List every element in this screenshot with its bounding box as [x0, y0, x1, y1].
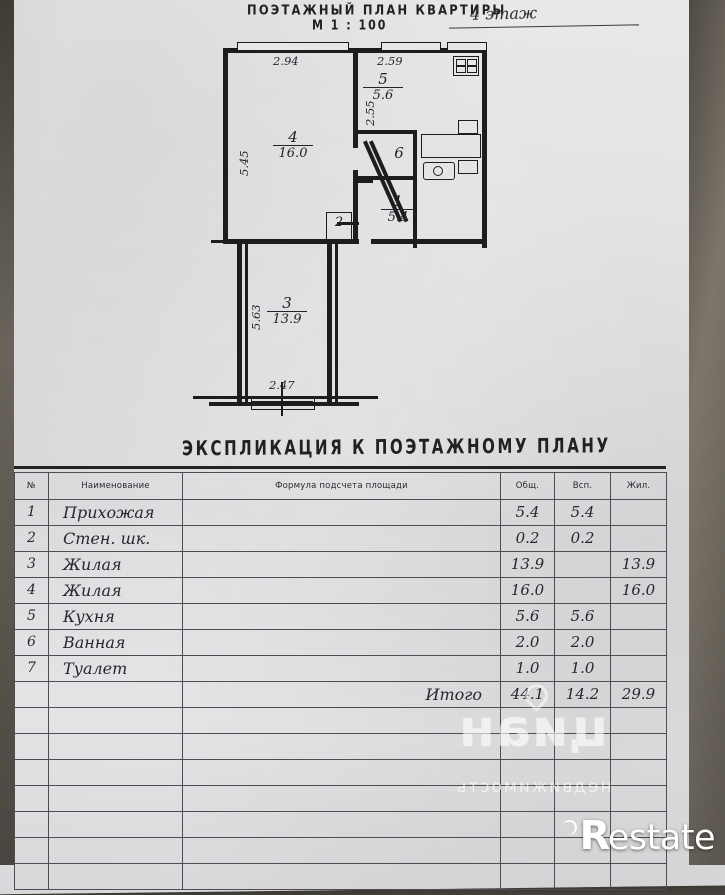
- header-name: Наименование: [48, 472, 183, 500]
- table-row-empty: [14, 785, 667, 812]
- header-living: Жил.: [610, 472, 667, 500]
- cell-name: Туалет: [63, 659, 128, 678]
- room-label-1: 1 5.4: [381, 194, 415, 224]
- cell-name: Жилая: [63, 555, 122, 574]
- restate-watermark-text: estate: [607, 818, 716, 858]
- cell-aux: 0.2: [570, 529, 595, 547]
- table-row-empty: [14, 863, 667, 890]
- table-row: 3 Жилая 13.9 13.9: [14, 551, 667, 578]
- dimension-room5-width: 2.59: [377, 54, 403, 68]
- room-label-5: 5 5.6: [363, 72, 403, 102]
- document-content: ПОЭТАЖНЫЙ ПЛАН КВАРТИРЫ М 1 : 100 4 этаж: [14, 1, 716, 890]
- room-number: 3: [282, 294, 292, 312]
- room-area: 5.4: [381, 209, 415, 224]
- cell-num: 7: [27, 660, 36, 676]
- dimension-balcony-width: 2.47: [269, 378, 295, 392]
- cell-living: 13.9: [621, 555, 656, 573]
- room-number: 1: [393, 192, 403, 210]
- scale-label: М 1 : 100: [312, 17, 388, 34]
- dimension-room3-height: 5.63: [249, 304, 263, 330]
- floor-annotation: 4 этаж: [469, 3, 538, 24]
- cell-aux: 2.0: [570, 633, 595, 651]
- page-title: ПОЭТАЖНЫЙ ПЛАН КВАРТИРЫ: [247, 1, 507, 19]
- cell-num: 3: [27, 556, 36, 572]
- room-area: 5.6: [363, 87, 403, 102]
- cell-total: 44.1: [510, 685, 545, 703]
- restate-watermark: R estate: [560, 813, 716, 859]
- cell-living: 16.0: [621, 581, 656, 599]
- table-row: 6 Ванная 2.0 2.0: [14, 629, 667, 656]
- room-number: 4: [288, 128, 298, 146]
- header-num: №: [14, 472, 49, 500]
- table-row: 7 Туалет 1.0 1.0: [14, 655, 667, 682]
- cell-name: Ванная: [63, 633, 126, 652]
- cell-name: Прихожая: [63, 503, 155, 522]
- header-total: Общ.: [500, 472, 555, 500]
- table-row-empty: [14, 707, 667, 734]
- header-aux: Всп.: [554, 472, 611, 500]
- cell-aux: 14.2: [565, 685, 600, 703]
- cell-total: 2.0: [515, 633, 540, 651]
- cell-name: Стен. шк.: [63, 529, 151, 548]
- cell-living: 29.9: [621, 685, 656, 703]
- room-area: 16.0: [273, 145, 313, 160]
- cell-num: 4: [27, 582, 36, 598]
- table-row: 2 Стен. шк. 0.2 0.2: [14, 525, 667, 552]
- table-row: 4 Жилая 16.0 16.0: [14, 577, 667, 604]
- cell-num: 2: [27, 530, 36, 546]
- cell-total: 1.0: [515, 659, 540, 677]
- table-row-empty: [14, 733, 667, 760]
- header-formula: Формула подсчета площади: [182, 472, 501, 500]
- dimension-room5-height: 2.55: [363, 100, 377, 126]
- table-top-rule: [14, 466, 666, 469]
- cell-aux: 5.4: [570, 503, 595, 521]
- cell-aux: 1.0: [570, 659, 595, 677]
- left-background-strip: [0, 0, 14, 865]
- table-row-empty: [14, 837, 667, 864]
- cell-num: 1: [27, 504, 36, 520]
- room-label-2: 2: [334, 215, 344, 230]
- cell-formula: Итого: [425, 685, 482, 704]
- cell-total: 5.4: [515, 503, 540, 521]
- cell-num: 6: [27, 634, 36, 650]
- cell-num: 5: [27, 608, 36, 624]
- floor-annotation-rule: [449, 24, 639, 29]
- cell-total: 16.0: [510, 581, 545, 599]
- room-number: 5: [378, 70, 388, 88]
- table-header-row: № Наименование Формула подсчета площади …: [14, 472, 667, 500]
- cell-name: Жилая: [63, 581, 122, 600]
- right-background-strip: [689, 0, 725, 865]
- cell-aux: 5.6: [570, 607, 595, 625]
- room-label-6: 6: [394, 144, 404, 162]
- explication-title: ЭКСПЛИКАЦИЯ К ПОЭТАЖНОМУ ПЛАНУ: [181, 433, 611, 461]
- room-label-4: 4 16.0: [273, 130, 313, 160]
- cell-total: 13.9: [510, 555, 545, 573]
- table-total-row: Итого 44.1 14.2 29.9: [14, 681, 667, 708]
- cell-total: 5.6: [515, 607, 540, 625]
- restate-watermark-initial: R: [579, 813, 610, 859]
- table-row: 5 Кухня 5.6 5.6: [14, 603, 667, 630]
- floor-plan-drawing: 4 16.0 5 5.6 6 1 5.4 2 3 13.9 2.94 2.59 …: [185, 30, 515, 430]
- table-row-empty: [14, 759, 667, 786]
- table-row: 1 Прихожая 5.4 5.4: [14, 499, 667, 526]
- room-area: 13.9: [267, 311, 307, 326]
- dimension-room4-height: 5.45: [237, 150, 251, 176]
- room-label-3: 3 13.9: [267, 296, 307, 326]
- cell-name: Кухня: [63, 607, 115, 626]
- dimension-room4-width: 2.94: [273, 54, 299, 68]
- cell-total: 0.2: [515, 529, 540, 547]
